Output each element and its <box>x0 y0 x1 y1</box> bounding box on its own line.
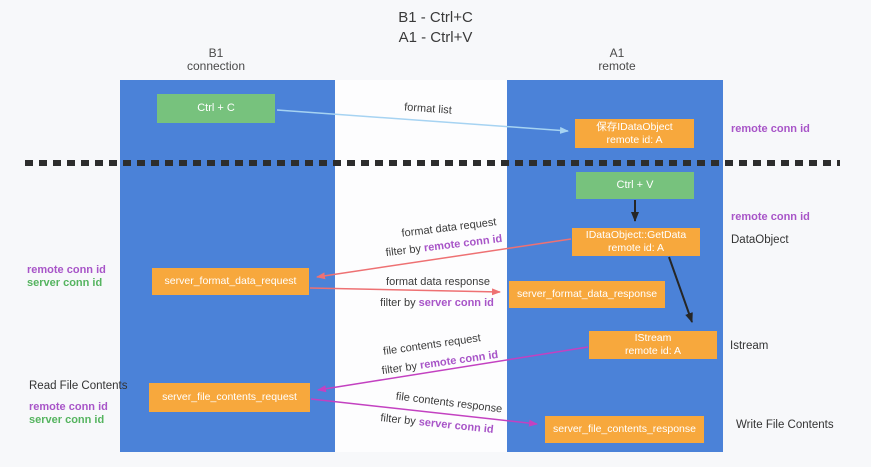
save-idataobject-line1: 保存IDataObject <box>596 120 673 133</box>
server-format-data-response-node: server_format_data_response <box>509 281 665 308</box>
right-column-role: remote <box>598 59 636 73</box>
format-data-response-label: format data response <box>386 276 490 288</box>
title-line-1: B1 - Ctrl+C <box>398 9 473 26</box>
server-format-data-request-node: server_format_data_request <box>152 268 309 295</box>
ctrl-v-node: Ctrl + V <box>576 172 694 199</box>
session-divider-line <box>25 160 840 166</box>
diagram-title: B1 - Ctrl+C A1 - Ctrl+V <box>0 8 871 48</box>
left-column-role: connection <box>186 59 246 73</box>
right-column-name: A1 <box>609 46 625 60</box>
server-conn-id-text: server conn id <box>418 297 494 309</box>
remote-conn-id-annotation-left-2: remote conn id <box>29 401 108 413</box>
remote-conn-id-annotation-left-1: remote conn id <box>27 264 106 276</box>
server-file-contents-request-node: server_file_contents_request <box>149 383 310 412</box>
server-format-data-response-label: server_format_data_response <box>516 288 658 300</box>
server-file-contents-response-node: server_file_contents_response <box>545 416 704 443</box>
istream-node: IStream remote id: A <box>589 331 717 359</box>
remote-conn-id-annotation-top: remote conn id <box>731 123 810 135</box>
ctrl-v-label: Ctrl + V <box>616 179 654 191</box>
remote-conn-id-annotation-mid: remote conn id <box>731 211 810 223</box>
istream-line2: remote id: A <box>624 345 682 357</box>
write-file-contents-annotation: Write File Contents <box>736 419 834 431</box>
save-idataobject-line2: remote id: A <box>606 133 663 146</box>
getdata-line2: remote id: A <box>607 242 665 254</box>
server-conn-id-annotation-left-1: server conn id <box>27 277 103 289</box>
right-column-header: A1 remote <box>557 47 677 73</box>
title-line-2: A1 - Ctrl+V <box>398 29 473 46</box>
getdata-line1: IDataObject::GetData <box>585 229 687 241</box>
read-file-contents-annotation: Read File Contents <box>29 380 128 392</box>
save-idataobject-node: 保存IDataObject remote id: A <box>575 119 694 148</box>
istream-annotation: Istream <box>730 340 769 352</box>
filter-by-text: filter by <box>380 297 419 309</box>
ctrl-c-node: Ctrl + C <box>157 94 275 123</box>
dataobject-annotation: DataObject <box>731 234 789 246</box>
left-column-name: B1 <box>208 46 224 60</box>
istream-line1: IStream <box>634 332 672 344</box>
filter-by-server-conn-id-label-1: filter by server conn id <box>380 297 494 309</box>
server-conn-id-annotation-left-2: server conn id <box>29 414 105 426</box>
idataobject-getdata-node: IDataObject::GetData remote id: A <box>572 228 700 256</box>
server-file-contents-request-label: server_file_contents_request <box>162 391 297 403</box>
left-column-header: B1 connection <box>156 47 276 73</box>
server-file-contents-response-label: server_file_contents_response <box>552 423 696 435</box>
server-format-data-request-label: server_format_data_request <box>164 275 297 287</box>
ctrl-c-label: Ctrl + C <box>197 102 235 114</box>
